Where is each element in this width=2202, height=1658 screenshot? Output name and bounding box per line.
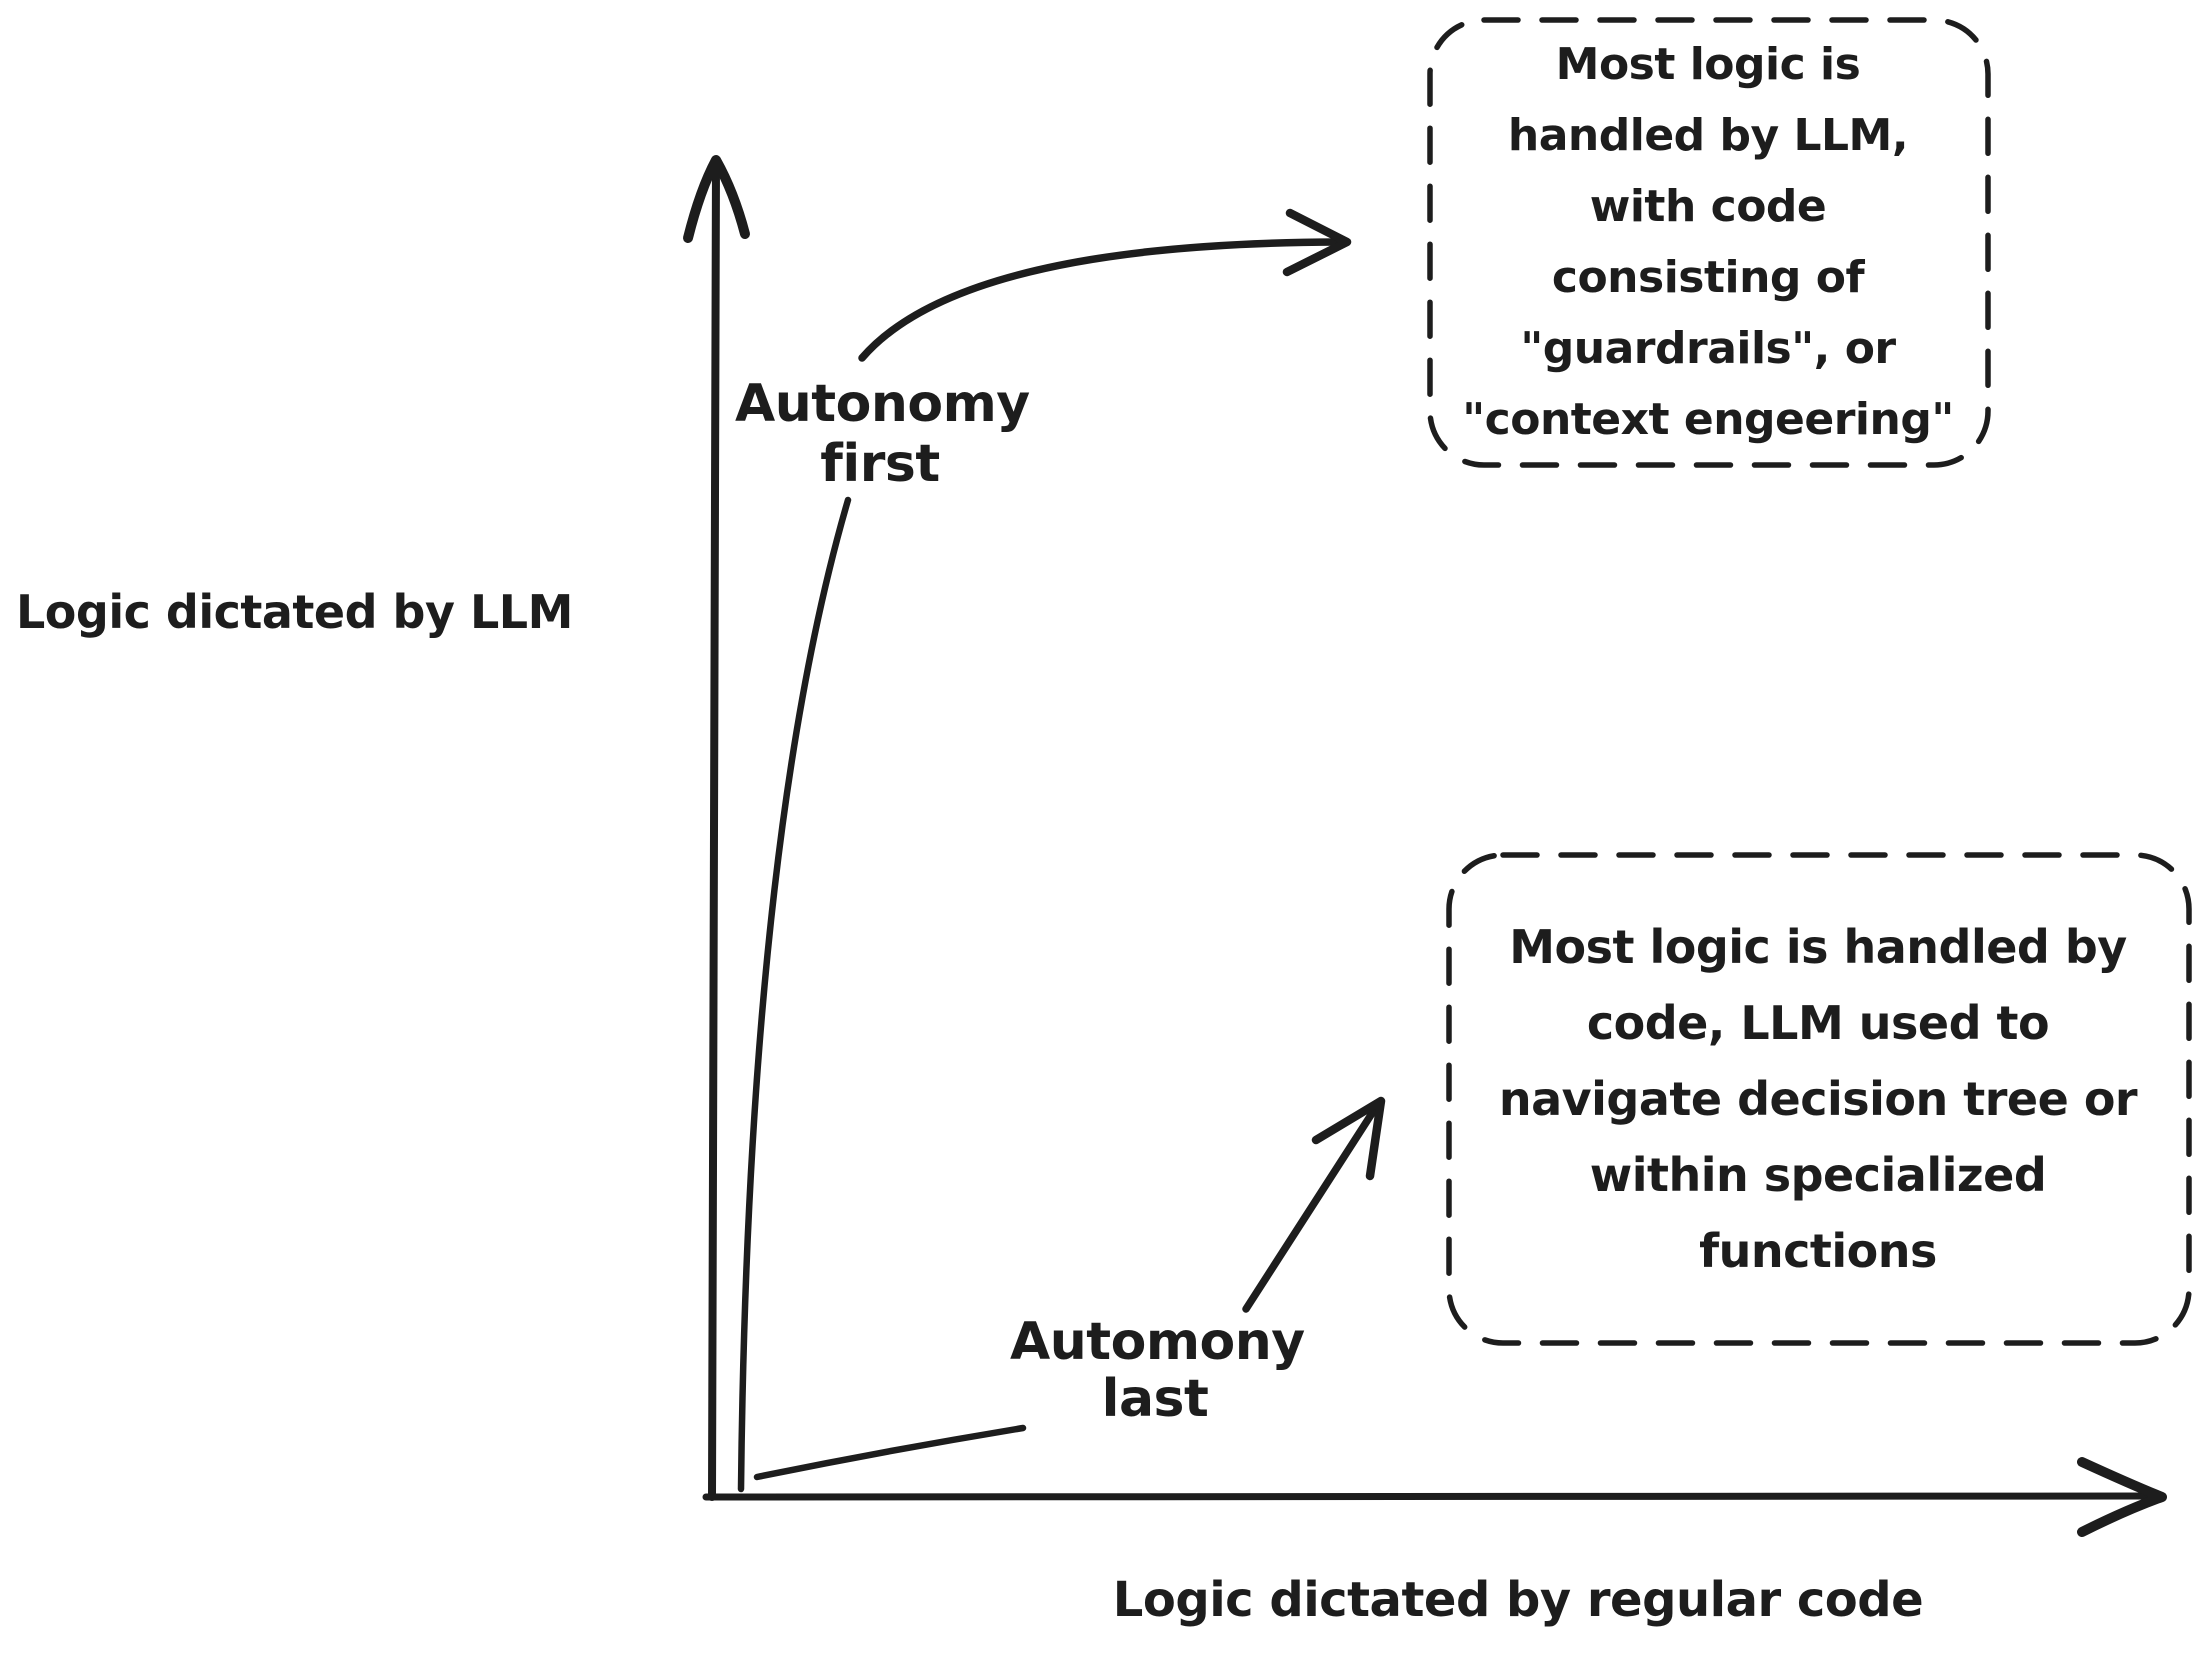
- arrow-to-top-callout-head-icon: [1282, 208, 1352, 277]
- bottom-callout-box: [1446, 852, 2192, 1346]
- y-axis-arrowhead-icon: [683, 155, 750, 243]
- y-axis-line: [708, 158, 720, 1501]
- arrow-to-bottom-callout-head-icon: [1311, 1096, 1386, 1181]
- arrow-to-bottom-callout: [1242, 1100, 1382, 1313]
- top-callout-box: [1427, 17, 1991, 468]
- arrow-to-top-callout: [858, 238, 1342, 362]
- bottom-callout-text: Most logic is handled by code, LLM used …: [1498, 920, 2138, 1278]
- y-axis-label: Logic dictated by LLM: [16, 585, 573, 639]
- autonomy-last-curve: [753, 1424, 1027, 1481]
- autonomy-first-curve: [737, 496, 852, 1493]
- x-axis-arrowhead-icon: [2077, 1457, 2167, 1537]
- x-axis-line: [702, 1492, 2162, 1501]
- autonomy-first-curve-label: Autonomy first: [735, 374, 1030, 494]
- x-axis-label: Logic dictated by regular code: [1112, 1572, 1924, 1628]
- autonomy-last-curve-label: Automony last: [1010, 1312, 1305, 1429]
- top-callout-text: Most logic is handled by LLM, with code …: [1462, 39, 1954, 445]
